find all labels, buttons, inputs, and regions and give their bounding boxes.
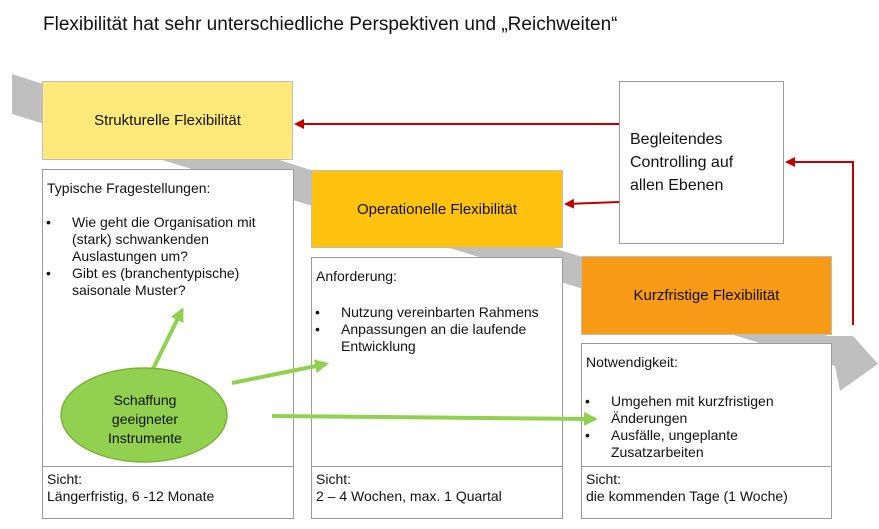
structural-list: Wie geht die Organisation mit (stark) sc…	[43, 214, 293, 299]
controlling-line: Begleitendes	[630, 131, 723, 148]
operational-flexibility-header: Operationelle Flexibilität	[311, 170, 563, 248]
list-item: Anpassungen an die laufende Entwicklung	[312, 321, 562, 355]
list-item: Wie geht die Organisation mit (stark) sc…	[43, 214, 293, 265]
list-item: Gibt es (branchentypische) saisonale Mus…	[43, 265, 293, 299]
structural-flexibility-header: Strukturelle Flexibilität	[42, 81, 293, 160]
sicht-value: 2 – 4 Wochen, max. 1 Quartal	[316, 488, 502, 504]
shortterm-panel: Notwendigkeit: Umgehen mit kurzfristigen…	[581, 343, 832, 519]
instrumente-label: Schaffung geeigneter Instrumente	[90, 391, 200, 448]
sicht-value: Längerfristig, 6 -12 Monate	[47, 488, 215, 504]
controlling-line: allen Ebenen	[630, 177, 724, 194]
controlling-line: Controlling auf	[630, 154, 734, 171]
operational-sicht: Sicht: 2 – 4 Wochen, max. 1 Quartal	[312, 466, 562, 518]
list-item: Nutzung vereinbarten Rahmens	[312, 304, 562, 321]
structural-panel: Typische Fragestellungen: Wie geht die O…	[42, 169, 294, 519]
shortterm-list: Umgehen mit kurzfristigen Änderungen Aus…	[582, 393, 831, 461]
instrumente-line: Instrumente	[108, 430, 182, 446]
instrumente-line: Schaffung	[113, 392, 177, 408]
page-title: Flexibilität hat sehr unterschiedliche P…	[43, 14, 618, 35]
sicht-label: Sicht:	[586, 471, 622, 487]
shortterm-heading: Notwendigkeit:	[586, 354, 678, 370]
list-item: Ausfälle, ungeplante Zusatzarbeiten	[582, 427, 831, 461]
operational-heading: Anforderung:	[316, 268, 397, 284]
operational-list: Nutzung vereinbarten Rahmens Anpassungen…	[312, 304, 562, 355]
sicht-label: Sicht:	[47, 471, 83, 487]
sicht-value: die kommenden Tage (1 Woche)	[586, 488, 788, 504]
controlling-box: Begleitendes Controlling auf allen Ebene…	[619, 81, 784, 244]
operational-panel: Anforderung: Nutzung vereinbarten Rahmen…	[311, 257, 563, 519]
list-item: Umgehen mit kurzfristigen Änderungen	[582, 393, 831, 427]
structural-sicht: Sicht: Längerfristig, 6 -12 Monate	[43, 466, 293, 518]
shortterm-sicht: Sicht: die kommenden Tage (1 Woche)	[582, 466, 831, 518]
shortterm-flexibility-header: Kurzfristige Flexibilität	[581, 256, 832, 335]
structural-heading: Typische Fragestellungen:	[47, 180, 211, 196]
instrumente-line: geeigneter	[111, 411, 179, 427]
sicht-label: Sicht:	[316, 471, 352, 487]
